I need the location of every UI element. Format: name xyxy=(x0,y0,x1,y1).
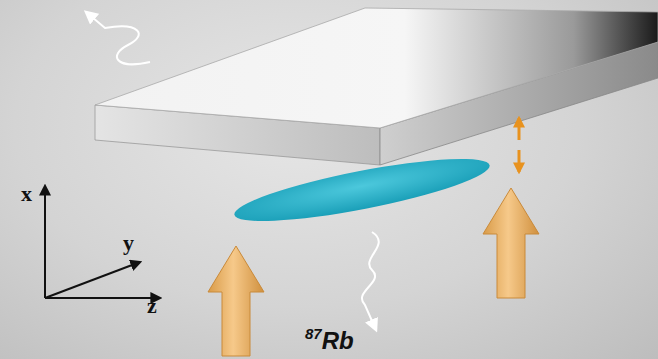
axis-label: x xyxy=(21,181,32,207)
mass-number: 87 xyxy=(305,325,322,342)
axis-label: z xyxy=(147,293,157,319)
species-label: 87Rb xyxy=(305,325,354,355)
axis-label: y xyxy=(123,230,134,256)
